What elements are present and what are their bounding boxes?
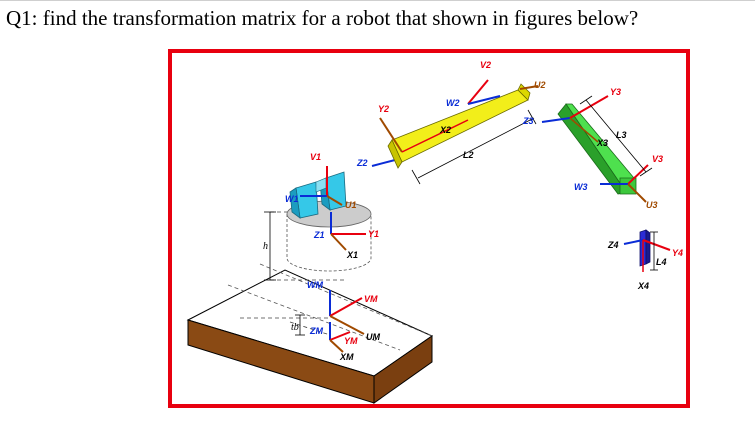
um-label: UM (366, 332, 380, 342)
v1-label: V1 (310, 152, 321, 162)
h-label: h (263, 241, 268, 252)
u2-label: U2 (534, 80, 546, 90)
w2-label: W2 (446, 98, 460, 108)
x4-label: X4 (637, 281, 649, 291)
l4-label: L4 (656, 257, 667, 267)
base-platform (186, 263, 434, 404)
z2-axis (371, 159, 396, 167)
platform-right-face (373, 335, 433, 404)
platform-frame-m-axes (329, 290, 365, 335)
l2-label: L2 (463, 150, 474, 160)
u1-label: U1 (345, 200, 357, 210)
z3-label: Z3 (522, 116, 534, 126)
y2-label: Y2 (378, 104, 389, 114)
height-dimension (264, 211, 276, 281)
y3-label: Y3 (610, 87, 621, 97)
z4-label: Z4 (607, 240, 619, 250)
y1-label: Y1 (368, 229, 379, 239)
x2-label: X2 (439, 125, 451, 135)
zm-label: ZM (309, 326, 323, 336)
top-divider (0, 0, 755, 1)
tb-label: tb (291, 322, 299, 333)
question-text: Q1: find the transformation matrix for a… (6, 6, 639, 30)
link1-body (289, 171, 347, 219)
frame1-axes (330, 212, 366, 251)
y4-label: Y4 (672, 248, 683, 258)
v3-label: V3 (652, 154, 663, 164)
l3-dimension (579, 95, 653, 177)
platform-frame-zm-axes (329, 322, 351, 353)
vm-label: VM (364, 294, 378, 304)
link4-axes (623, 239, 671, 272)
w1-label: W1 (285, 194, 299, 204)
v2-label: V2 (480, 60, 491, 70)
l3-label: L3 (616, 130, 627, 140)
z2-label: Z2 (356, 158, 368, 168)
link3-axes (541, 95, 649, 203)
link2-body (387, 83, 531, 169)
ym-label: YM (344, 336, 358, 346)
x3-label: X3 (596, 138, 608, 148)
u3-label: U3 (646, 200, 658, 210)
x1-label: X1 (346, 250, 358, 260)
z1-label: Z1 (313, 230, 325, 240)
tb-dimension (295, 314, 305, 336)
link4-body (639, 229, 651, 267)
xm-label: XM (339, 352, 354, 362)
link2-axes (379, 79, 539, 153)
link1-axes (300, 166, 343, 206)
l2-dimension (411, 109, 537, 185)
wm-label: WM (307, 280, 323, 290)
l4-dimension (650, 231, 658, 271)
w3-label: W3 (574, 182, 588, 192)
